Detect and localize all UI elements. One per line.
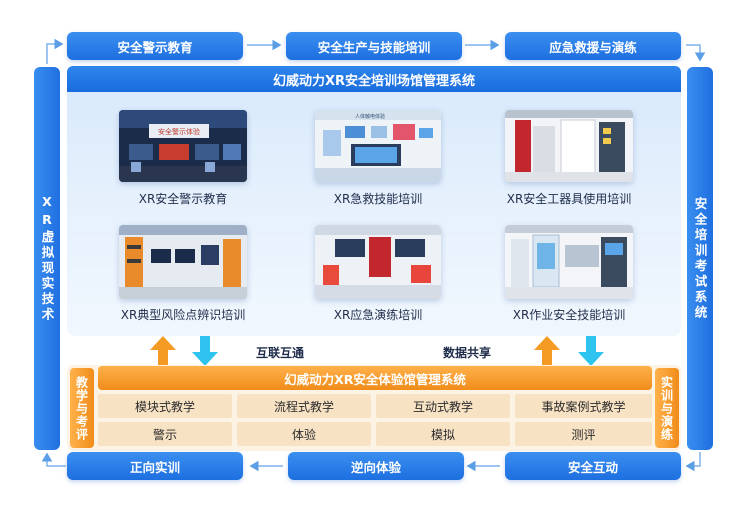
item-caption-6: XR作业安全技能培训 [512, 308, 626, 322]
down-arrow-right-icon [578, 336, 604, 366]
left-sidebar-label: XR虚拟现实技术 [39, 194, 55, 323]
bottom-flow-step-3[interactable]: 安全互动 [505, 452, 681, 480]
up-arrow-right-icon [534, 336, 560, 366]
left-sidebar-xr-tech: XR虚拟现实技术 [34, 67, 60, 450]
photo-safety-tools [505, 110, 633, 182]
lower-left-side-label: 教学与考评 [70, 368, 94, 448]
teaching-mode-cell: 模块式教学 [98, 394, 232, 418]
top-flow-step-3[interactable]: 应急救援与演练 [505, 32, 681, 60]
photo-operation-safety [505, 225, 633, 299]
connector-label-interconnect: 互联互通 [256, 346, 305, 360]
bottom-flow-step-2[interactable]: 逆向体验 [288, 452, 464, 480]
item-caption-2: XR急救技能培训 [333, 192, 423, 206]
right-sidebar-exam-system: 安全培训考试系统 [687, 67, 713, 450]
photo-first-aid: 人体触电体验 [315, 110, 441, 182]
teaching-mode-cell: 流程式教学 [237, 394, 371, 418]
teaching-mode-cell: 事故案例式教学 [515, 394, 652, 418]
item-caption-3: XR安全工器具使用培训 [506, 192, 632, 206]
photo-risk-identification [119, 225, 247, 299]
connector-label-data-sharing: 数据共享 [443, 346, 492, 360]
photo-warning-education: 安全警示体验 [119, 110, 247, 182]
photo-emergency-drill [315, 225, 441, 299]
photo-sign-text: 安全警示体验 [158, 127, 200, 136]
right-sidebar-label: 安全培训考试系统 [692, 196, 708, 321]
item-caption-4: XR典型风险点辨识培训 [120, 308, 246, 322]
lower-panel-title: 幻威动力XR安全体验馆管理系统 [98, 366, 652, 390]
experience-type-cell: 模拟 [376, 422, 510, 446]
experience-type-cell: 警示 [98, 422, 232, 446]
item-caption-5: XR应急演练培训 [333, 308, 423, 322]
down-arrow-left-icon [192, 336, 218, 366]
top-flow-step-1[interactable]: 安全警示教育 [67, 32, 243, 60]
experience-type-cell: 测评 [515, 422, 652, 446]
lower-right-side-label: 实训与演练 [655, 368, 679, 448]
top-flow-step-2[interactable]: 安全生产与技能培训 [286, 32, 462, 60]
teaching-mode-cell: 互动式教学 [376, 394, 510, 418]
upper-panel-title: 幻威动力XR安全培训场馆管理系统 [67, 66, 681, 92]
experience-type-cell: 体验 [237, 422, 371, 446]
photo-sign-text-2: 人体触电体验 [355, 113, 385, 120]
item-caption-1: XR安全警示教育 [138, 192, 228, 206]
up-arrow-left-icon [150, 336, 176, 366]
bottom-flow-step-1[interactable]: 正向实训 [67, 452, 243, 480]
